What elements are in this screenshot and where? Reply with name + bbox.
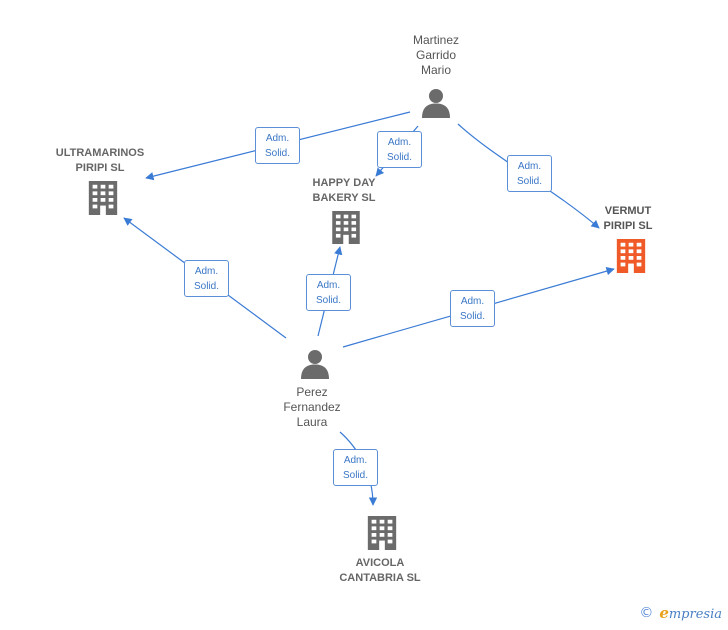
ultramarinos-label[interactable]: ULTRAMARINOS PIRIPI SL — [55, 147, 145, 174]
copyright-icon: © — [639, 605, 654, 621]
brand-logo[interactable]: empresia — [659, 604, 722, 622]
edge-label-perez-vermut[interactable]: Adm. Solid. — [450, 290, 495, 327]
edge-label-martinez-happyday[interactable]: Adm. Solid. — [377, 131, 422, 168]
avicola-building-icon[interactable] — [367, 516, 397, 550]
edge-label-perez-ultramarinos[interactable]: Adm. Solid. — [184, 260, 229, 297]
martinez-label[interactable]: Martinez Garrido Mario — [412, 33, 459, 77]
martinez-person-icon[interactable] — [422, 89, 450, 118]
perez-label[interactable]: Perez Fernandez Laura — [283, 385, 341, 429]
ultramarinos-building-icon[interactable] — [88, 181, 118, 215]
vermut-building-icon[interactable] — [616, 239, 646, 273]
vermut-label[interactable]: VERMUT PIRIPI SL — [603, 205, 653, 232]
brand-initial: e — [659, 604, 669, 622]
edge-label-martinez-ultramarinos[interactable]: Adm. Solid. — [255, 127, 300, 164]
brand-name: mpresia — [668, 607, 722, 622]
edge-label-perez-avicola[interactable]: Adm. Solid. — [333, 449, 378, 486]
edge-label-perez-happyday[interactable]: Adm. Solid. — [306, 274, 351, 311]
footer: © empresia — [639, 604, 722, 622]
avicola-label[interactable]: AVICOLA CANTABRIA SL — [339, 557, 421, 584]
perez-person-icon[interactable] — [301, 350, 329, 379]
edge-label-martinez-vermut[interactable]: Adm. Solid. — [507, 155, 552, 192]
happyday-label[interactable]: HAPPY DAY BAKERY SL — [312, 177, 376, 204]
happyday-building-icon[interactable] — [332, 211, 360, 244]
